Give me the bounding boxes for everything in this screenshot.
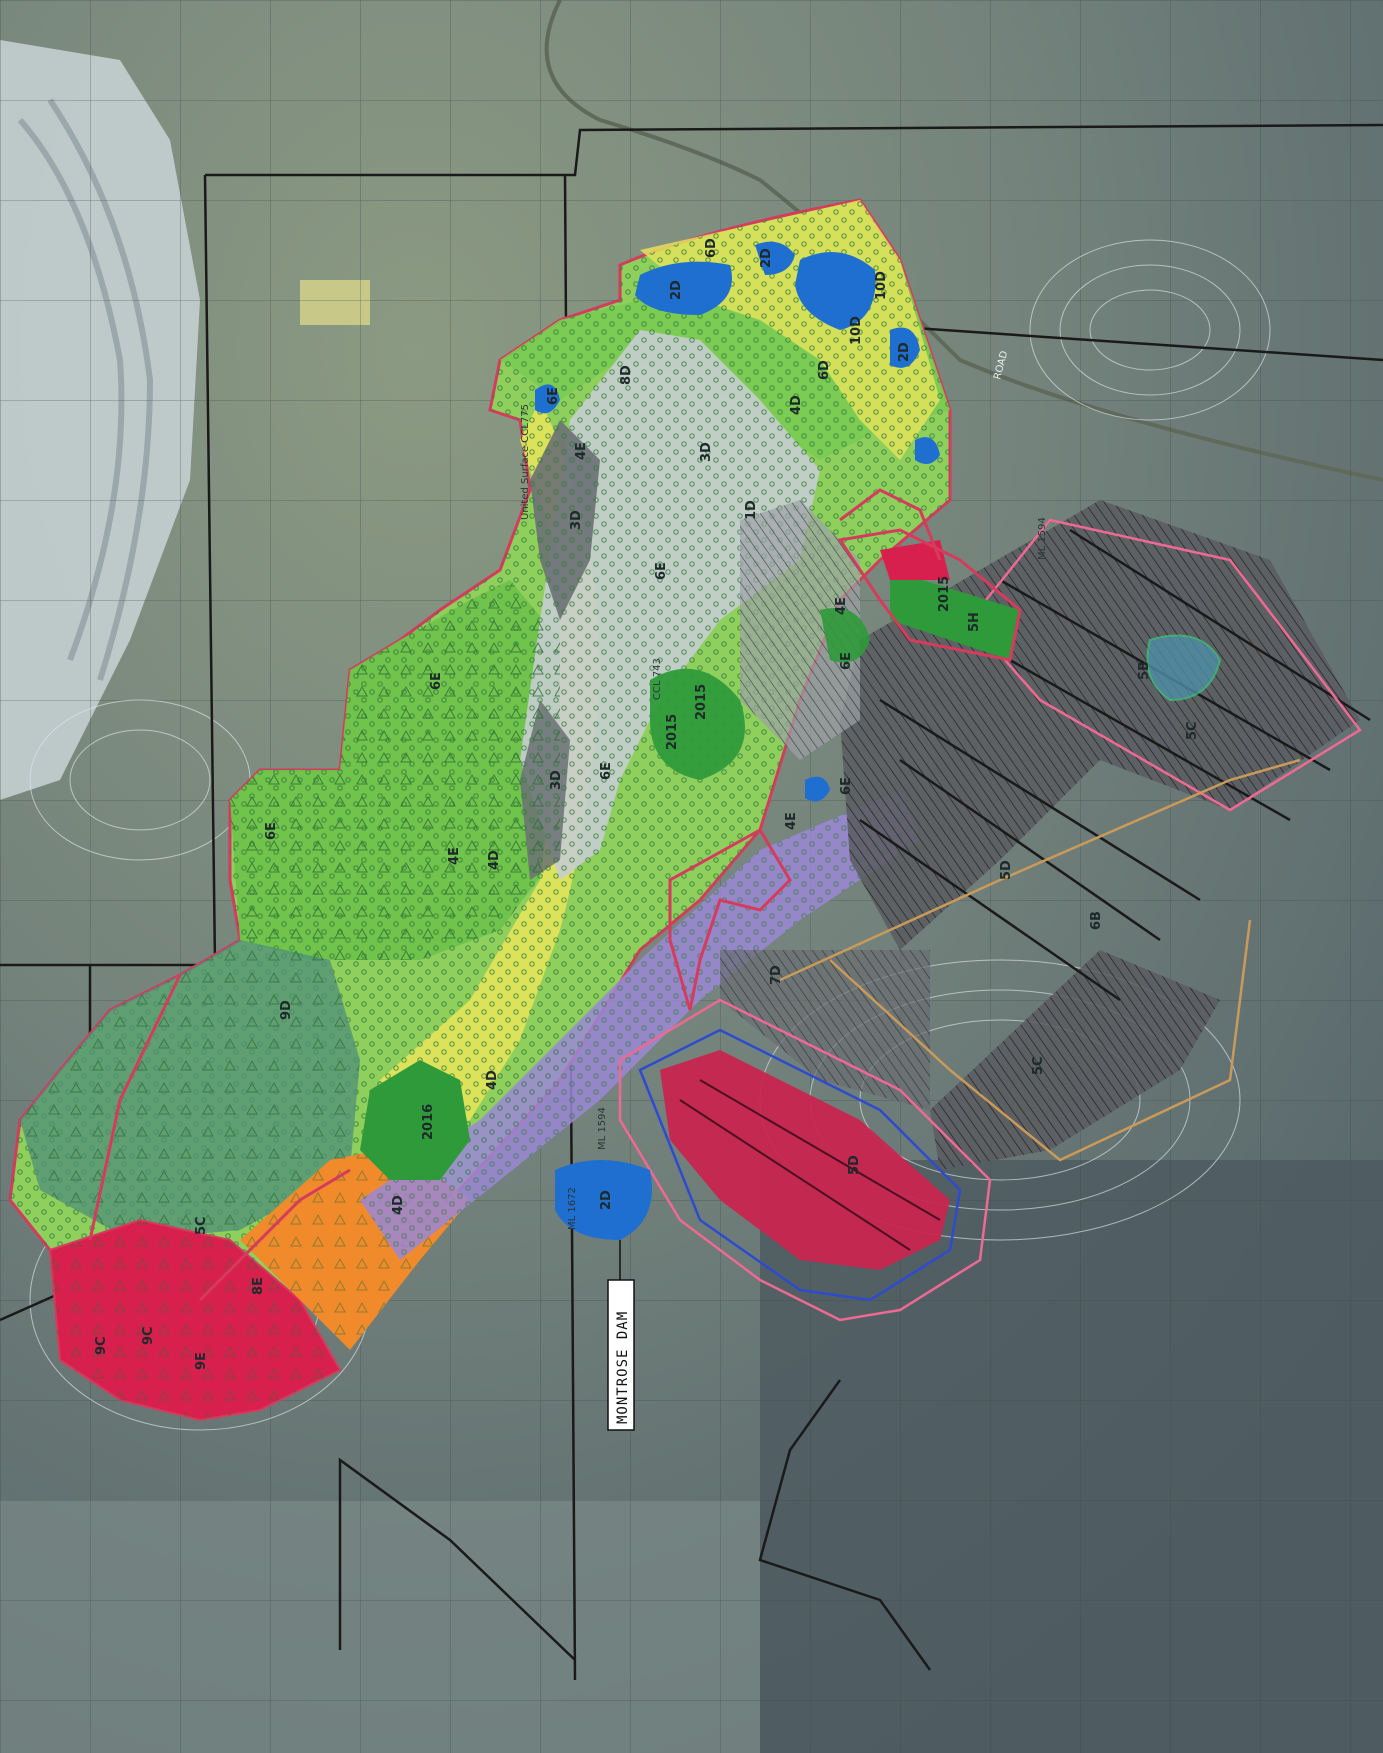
zone-label: 3D (549, 770, 564, 790)
year-label-2015-center: 2015 (694, 684, 709, 720)
zone-label: 5D (999, 860, 1014, 880)
tenement-label-ccl775: United Surface CCL775 (520, 404, 531, 520)
zone-label: 3D (699, 442, 714, 462)
water-2d-north (635, 261, 732, 315)
green-block-east (820, 608, 870, 663)
zone-label: 2D (669, 280, 684, 300)
zone-label: 1D (744, 500, 759, 520)
montrose-dam-box (607, 1279, 635, 1431)
water-small-east (915, 437, 940, 464)
zone-label: 5C (1185, 721, 1200, 740)
zone-label: 2D (897, 342, 912, 362)
zone-label: 4E (784, 812, 799, 830)
water-2d-east (890, 327, 920, 368)
zone-label: 5D (847, 1155, 862, 1175)
zone-label: 6D (817, 360, 832, 380)
year-label-2016: 2016 (421, 1104, 436, 1140)
crimson-pattern (50, 1220, 340, 1420)
zone-label: 4D (789, 395, 804, 415)
water-small-west (535, 384, 560, 414)
tenement-label-ml1594-south: ML 1594 (597, 1107, 608, 1150)
zone-label: 10D (874, 271, 889, 300)
zone-label: 5H (967, 612, 982, 632)
green-block-2016 (360, 1060, 470, 1180)
zone-label: 6E (839, 652, 854, 670)
zone-label: 9C (94, 1336, 109, 1355)
zone-label: 9D (279, 1000, 294, 1020)
water-2d-top (755, 241, 795, 275)
zone-label: 10D (849, 316, 864, 345)
zone-label: 6E (839, 777, 854, 795)
zone-label: 6D (704, 238, 719, 258)
montrose-dam-callout: MONTROSE DAM (607, 1240, 635, 1431)
inner-red-outlines (88, 488, 1022, 1302)
zone-label: 7D (769, 965, 784, 985)
purple-dots (360, 790, 920, 1260)
zone-label: 6B (1089, 911, 1104, 930)
zone-label: 6E (599, 762, 614, 780)
zone-label: 5C (1031, 1056, 1046, 1075)
zone-label: 9E (194, 1352, 209, 1370)
zone-label: 8D (619, 365, 634, 385)
triangle-pattern-overlay (230, 580, 560, 960)
zone-label: 3D (569, 510, 584, 530)
zone-label: 5B (1137, 661, 1152, 680)
zone-label: 4D (487, 850, 502, 870)
tenement-label-ml1672: ML 1672 (567, 1187, 578, 1230)
zone-label: 2D (599, 1190, 614, 1210)
zone-label: 6E (264, 822, 279, 840)
green-block-5h (890, 570, 1020, 660)
crimson-strip-lines (679, 1079, 941, 1251)
zone-label: 8E (251, 1277, 266, 1295)
zone-label: 6E (429, 672, 444, 690)
red-block-near-5h (880, 540, 950, 580)
zone-codes: 10D 10D 2D 2D 2D 2D 6D 6D 8D 6E 6E 6E 6E… (94, 238, 1200, 1370)
zone-label: 5C (194, 1216, 209, 1235)
tenement-label-ccl743: CCL 743 (652, 658, 663, 700)
montrose-dam-label: MONTROSE DAM (615, 1311, 631, 1424)
water-small-mid (805, 776, 830, 802)
year-label-2015-north: 2015 (937, 576, 952, 612)
zone-label: 4D (485, 1070, 500, 1090)
green-block-2015-a (650, 668, 745, 780)
tenement-label-ml1594: ML 1594 (1037, 517, 1048, 560)
zone-label: 4E (574, 442, 589, 460)
zone-label: 6E (654, 562, 669, 580)
zone-label: 9C (141, 1326, 156, 1345)
zone-label: 2D (759, 248, 774, 268)
year-label-2015-c2: 2015 (665, 714, 680, 750)
zone-label: 4E (447, 847, 462, 865)
water-east-pond (1146, 634, 1222, 702)
zone-label: 6E (546, 387, 561, 405)
water-10d (795, 252, 876, 330)
zone-label: 4E (834, 597, 849, 615)
crimson-panel-strip (660, 1050, 950, 1270)
zone-label: 4D (391, 1195, 406, 1215)
water-2d-dam (555, 1160, 652, 1240)
